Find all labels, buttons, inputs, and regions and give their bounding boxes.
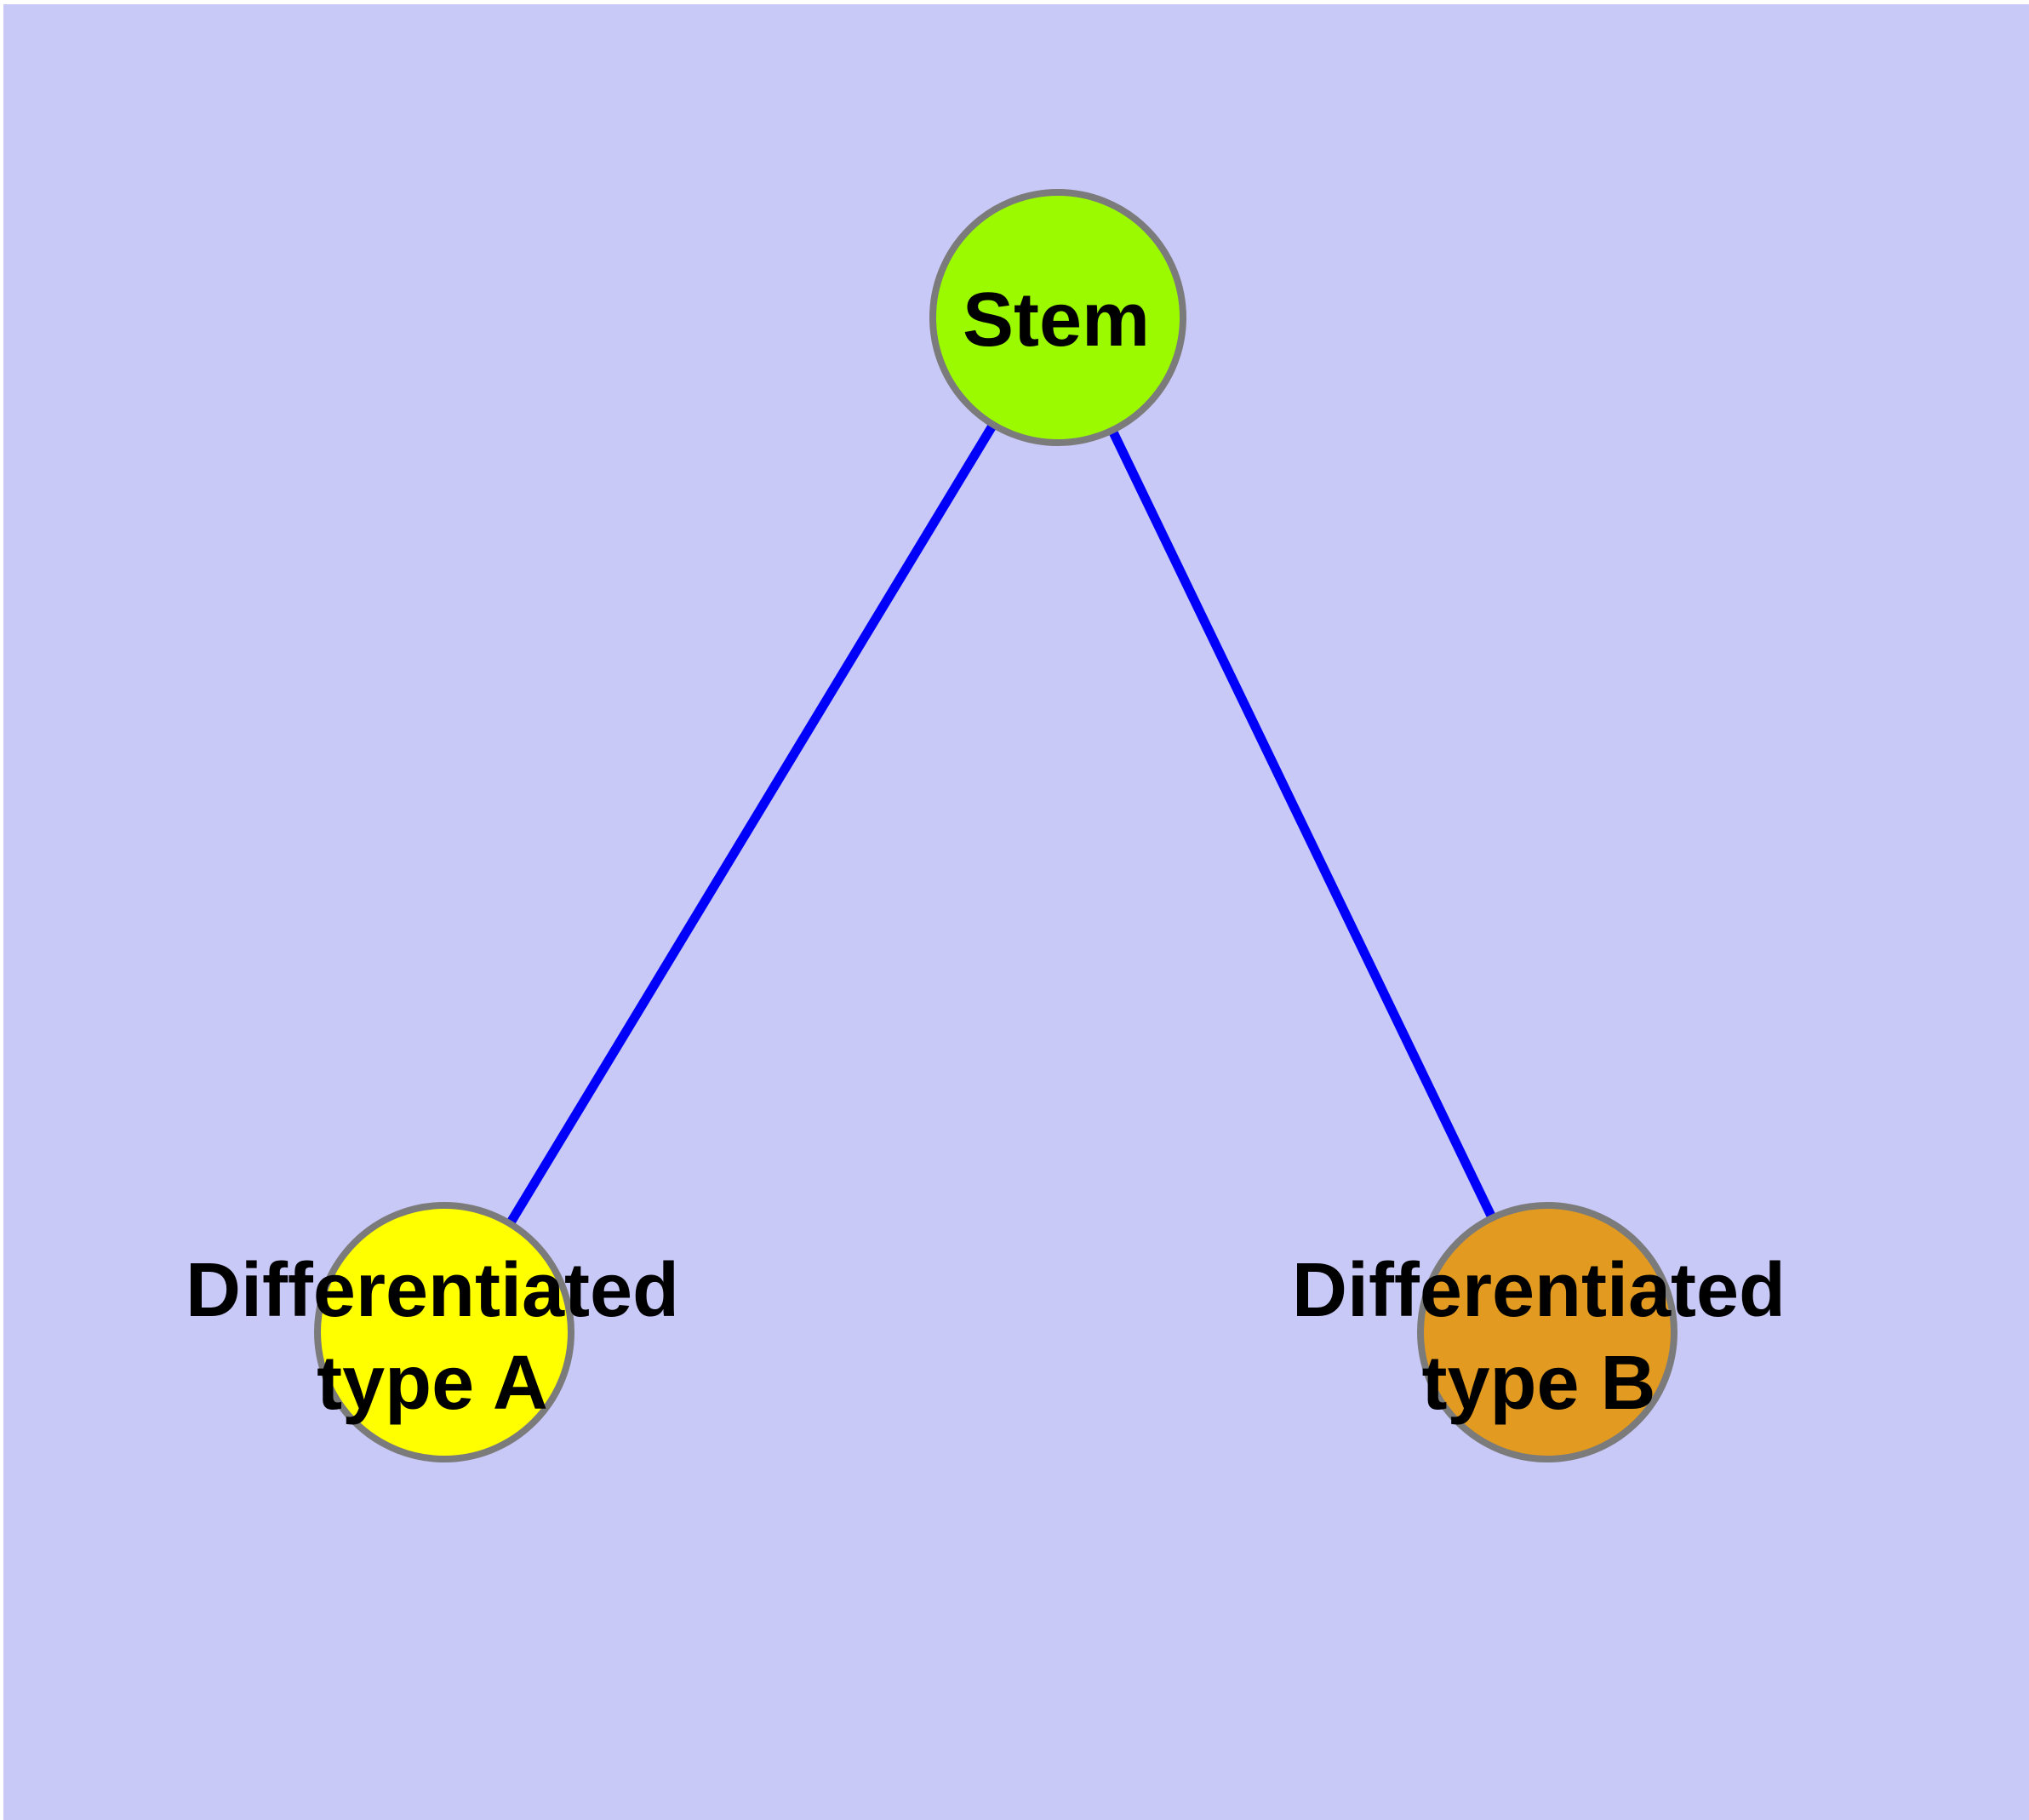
node-label-type-b-line2: type B [1421,1341,1655,1426]
node-label-stem: Stem [963,278,1150,363]
node-differentiated-type-a[interactable] [314,1202,574,1462]
node-label-type-a-line1: Differentiated [186,1248,679,1333]
edge-stem-to-type-b [1054,315,1552,1335]
node-label-type-a-line2: type A [317,1341,548,1426]
node-label-type-b-line1: Differentiated [1292,1248,1786,1333]
node-differentiated-type-b[interactable] [1417,1202,1677,1462]
graph-canvas: Stem Differentiated type A Differentiate… [3,4,2029,1820]
node-stem[interactable] [929,189,1186,446]
edge-stem-to-type-a [440,315,1062,1335]
